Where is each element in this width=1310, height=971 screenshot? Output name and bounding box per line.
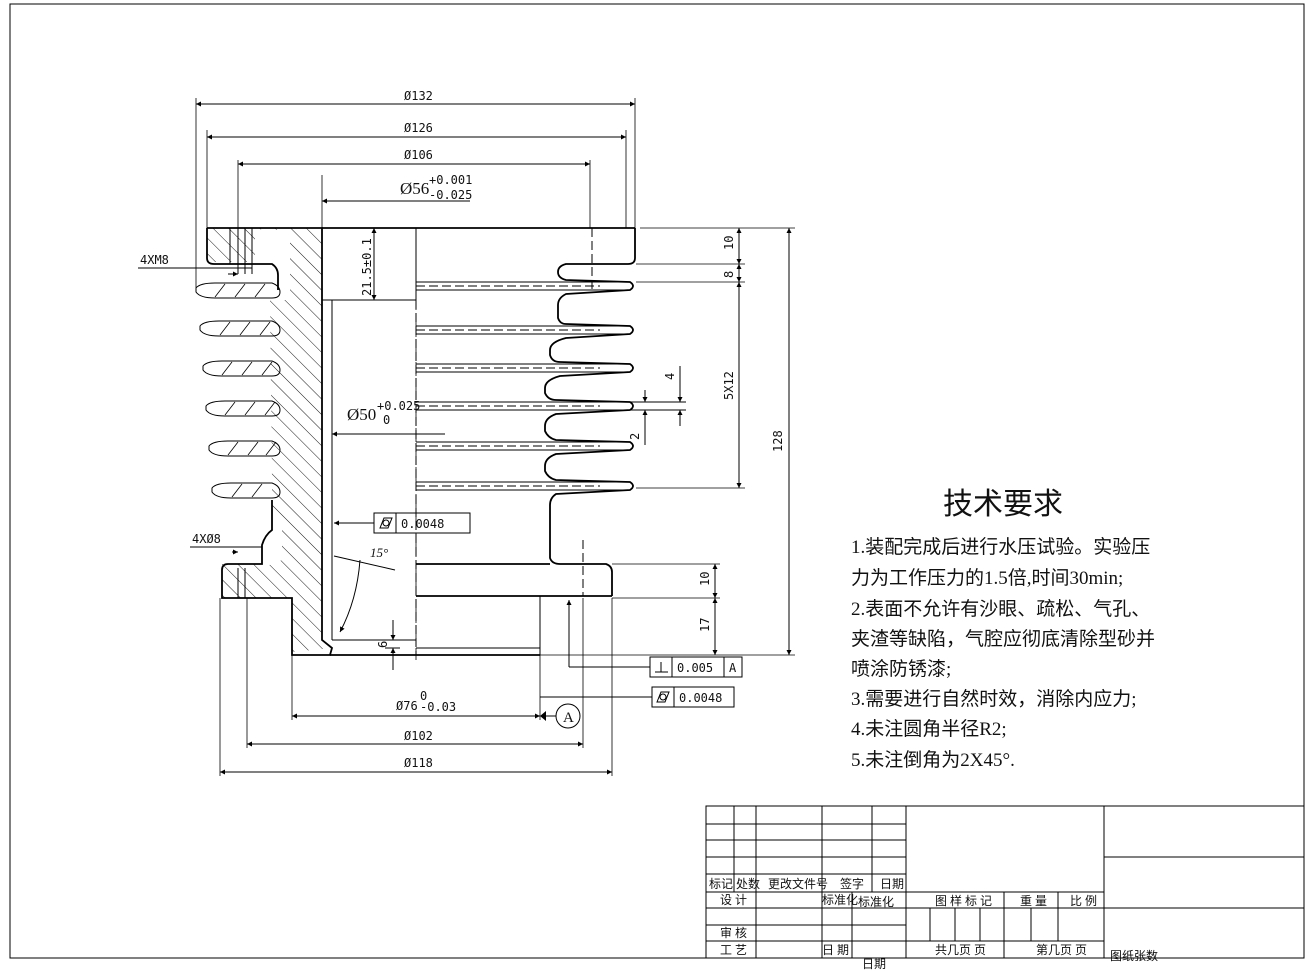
- tol-flatness-2: 0.0048: [679, 691, 722, 705]
- dim-21-5: 21.5±0.1: [360, 238, 374, 296]
- dim-d126: Ø126: [404, 121, 433, 135]
- requirement-line: 3.需要进行自然时效，消除内应力;: [851, 688, 1137, 710]
- dim-d56-lower: -0.025: [429, 188, 472, 202]
- requirement-line: 力为工作压力的1.5倍,时间30min;: [851, 567, 1123, 589]
- tb-biaozhunhua-small: 标准化: [822, 893, 858, 907]
- dim-d50-lower: 0: [383, 413, 390, 427]
- dim-5x12: 5X12: [722, 371, 736, 400]
- tb-riqi2: 日 期: [822, 943, 849, 957]
- dim-10-bottom: 10: [698, 572, 712, 586]
- requirements-title: 技术要求: [943, 488, 1063, 521]
- requirement-line: 5.未注倒角为2X45°.: [851, 749, 1015, 771]
- dim-d106: Ø106: [404, 148, 433, 162]
- tb-tuyang: 图 样 标 记: [935, 893, 992, 908]
- dim-d118: Ø118: [404, 756, 433, 770]
- tol-flatness-1: 0.0048: [401, 517, 444, 531]
- tolerance-frames: 0.0048 0.005 A 0.0048 A: [334, 512, 743, 729]
- flatness-icon: [379, 517, 393, 529]
- dim-6: 6: [376, 641, 390, 648]
- dim-d76: Ø76: [396, 699, 418, 713]
- dim-d132: Ø132: [404, 89, 433, 103]
- tb-tuzhi: 图纸张数: [1110, 948, 1158, 963]
- dim-d56: Ø56: [400, 179, 429, 198]
- dim-2: 2: [628, 433, 642, 440]
- dim-d50: Ø50: [347, 405, 376, 424]
- requirement-line: 2.表面不允许有沙眼、疏松、气孔、: [851, 598, 1150, 620]
- tb-chushu: 处数: [736, 876, 760, 891]
- tol-perpendicularity: 0.005: [677, 661, 713, 675]
- dim-d50-upper: +0.025: [377, 399, 420, 413]
- perpendicularity-icon: [655, 662, 668, 673]
- dim-17: 17: [698, 618, 712, 632]
- tb-riqi-big: 日期: [862, 957, 886, 971]
- part-section: [195, 227, 636, 660]
- dim-hole-d8: 4XØ8: [192, 532, 221, 546]
- title-block: 标记 处数 更改文件号 签字 日期 设 计 标准化 标准化 图 样 标 记 重 …: [705, 805, 1305, 971]
- requirement-line: 4.未注圆角半径R2;: [851, 718, 1007, 740]
- technical-requirements: 技术要求 1.装配完成后进行水压试验。实验压 力为工作压力的1.5倍,时间30m…: [851, 488, 1155, 771]
- requirement-line: 夹渣等缺陷，气腔应彻底清除型砂并: [851, 628, 1155, 650]
- dim-hole-m8: 4XM8: [140, 253, 169, 267]
- tol-perp-ref: A: [729, 661, 737, 675]
- tb-gong: 共几页 页: [935, 943, 986, 957]
- dim-d102: Ø102: [404, 729, 433, 743]
- dim-4: 4: [663, 373, 677, 380]
- tb-qianzi: 签字: [840, 876, 864, 891]
- drawing-frame: [9, 3, 1305, 959]
- tb-biaoji: 标记: [709, 877, 733, 891]
- tb-gongyi: 工 艺: [720, 943, 747, 957]
- tb-riqi: 日期: [880, 877, 904, 891]
- dimensions: Ø132 Ø126 Ø106 Ø56 +0.001 -0.025 4XM8 21…: [138, 89, 795, 776]
- dim-8: 8: [722, 271, 736, 278]
- flatness-icon: [656, 691, 670, 703]
- dim-10-top: 10: [722, 236, 736, 250]
- requirement-line: 1.装配完成后进行水压试验。实验压: [851, 536, 1150, 558]
- tb-shenhe: 审 核: [720, 925, 747, 940]
- tb-sheji: 设 计: [720, 893, 747, 907]
- tb-di: 第几页 页: [1036, 943, 1087, 957]
- datum-a: A: [563, 710, 574, 726]
- dim-d76-upper: 0: [420, 689, 427, 703]
- tb-zhongliang: 重 量: [1020, 894, 1047, 908]
- tb-bili: 比 例: [1070, 894, 1097, 908]
- tb-genggai: 更改文件号: [768, 876, 828, 891]
- tb-biaozhunhua: 标准化: [858, 895, 894, 909]
- dim-d76-lower: -0.03: [420, 700, 456, 714]
- dim-128: 128: [771, 430, 785, 452]
- dim-angle-15: 15°: [370, 545, 388, 560]
- dim-d56-upper: +0.001: [429, 173, 472, 187]
- requirement-line: 喷涂防锈漆;: [851, 658, 951, 680]
